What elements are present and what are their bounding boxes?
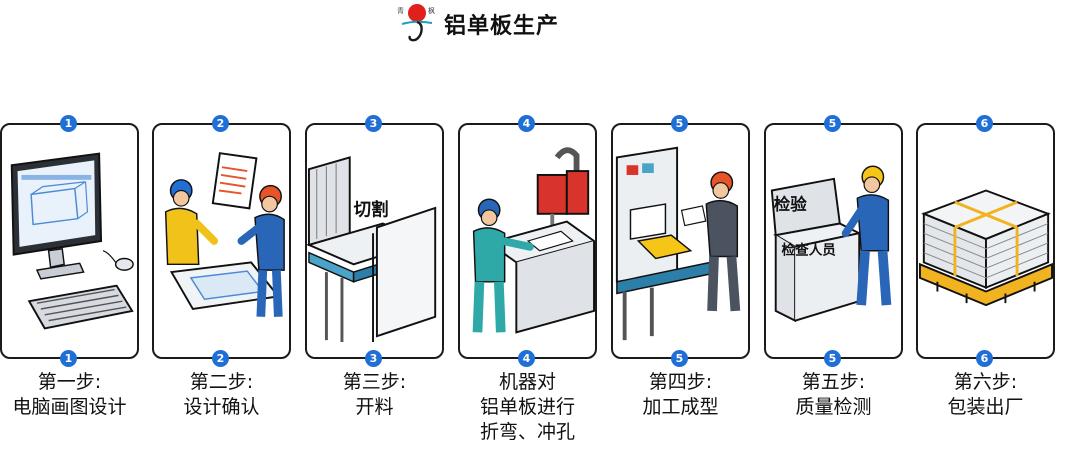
caption-line: 机器对 — [498, 371, 556, 393]
caption-line: 加工成型 — [642, 396, 719, 418]
step-number-badge: 1 — [60, 115, 77, 132]
step-caption: 第二步: 设计确认 — [142, 370, 301, 420]
step-number-badge: 1 — [60, 350, 77, 367]
step-number-badge: 5 — [671, 350, 688, 367]
step-caption: 第五步: 质量检测 — [754, 370, 913, 420]
step-caption: 机器对 铝单板进行 折弯、冲孔 — [448, 370, 607, 445]
inspection-sign: 检验 — [774, 194, 808, 214]
page-header: 青 枫 铝单板生产 — [396, 2, 559, 46]
inspector-sign: 检查人员 — [782, 242, 837, 259]
caption-line: 电脑画图设计 — [12, 396, 127, 418]
step-caption: 第三步: 开料 — [295, 370, 454, 420]
step-number-badge: 6 — [976, 115, 993, 132]
step-illustration-card: 切割 — [305, 123, 444, 359]
step-caption: 第四步: 加工成型 — [601, 370, 760, 420]
step-number-badge: 3 — [365, 115, 382, 132]
step-number-badge: 3 — [365, 350, 382, 367]
step-number-badge: 5 — [824, 350, 841, 367]
caption-line: 质量检测 — [795, 396, 872, 418]
packaged-pallet-icon — [918, 189, 1053, 307]
step-illustration-card — [0, 123, 139, 359]
step-number-badge: 2 — [212, 350, 229, 367]
caption-line: 第五步: — [801, 371, 866, 393]
caption-line: 第四步: — [648, 371, 713, 393]
step-number-badge: 4 — [518, 350, 535, 367]
workers-reviewing-drawing-icon — [164, 152, 285, 317]
caption-line: 第六步: — [953, 371, 1018, 393]
step-illustration-card — [458, 123, 597, 359]
brand-logo: 青 枫 — [396, 2, 438, 46]
svg-text:枫: 枫 — [428, 6, 435, 15]
step-number-badge: 5 — [671, 115, 688, 132]
step-caption: 第六步: 包装出厂 — [906, 370, 1065, 420]
caption-line: 第一步: — [37, 371, 102, 393]
quality-inspection-station-icon: 检验 检查人员 — [770, 165, 892, 323]
step-number-badge: 2 — [212, 115, 229, 132]
step-number-badge: 5 — [824, 115, 841, 132]
step-illustration-card: 检验 检查人员 — [764, 123, 903, 359]
cutting-sign: 切割 — [354, 200, 389, 221]
step-number-badge: 6 — [976, 350, 993, 367]
computer-monitor-icon — [10, 152, 134, 330]
step-illustration-card — [916, 123, 1055, 359]
step-illustration-card — [611, 123, 750, 359]
caption-line: 开料 — [355, 396, 394, 418]
press-forming-machine-icon — [615, 146, 741, 341]
panel-cutting-conveyor-icon: 切割 — [307, 156, 437, 343]
caption-line: 包装出厂 — [947, 396, 1024, 418]
caption-line: 折弯、冲孔 — [479, 421, 575, 443]
caption-line: 设计确认 — [183, 396, 260, 418]
page-title: 铝单板生产 — [444, 14, 560, 39]
caption-line: 铝单板进行 — [479, 396, 575, 418]
caption-line: 第二步: — [189, 371, 254, 393]
caption-line: 第三步: — [342, 371, 407, 393]
bending-punching-machine-icon — [472, 147, 595, 334]
step-number-badge: 4 — [518, 115, 535, 132]
svg-text:青: 青 — [397, 6, 404, 15]
step-caption: 第一步: 电脑画图设计 — [0, 370, 149, 420]
step-illustration-card — [152, 123, 291, 359]
